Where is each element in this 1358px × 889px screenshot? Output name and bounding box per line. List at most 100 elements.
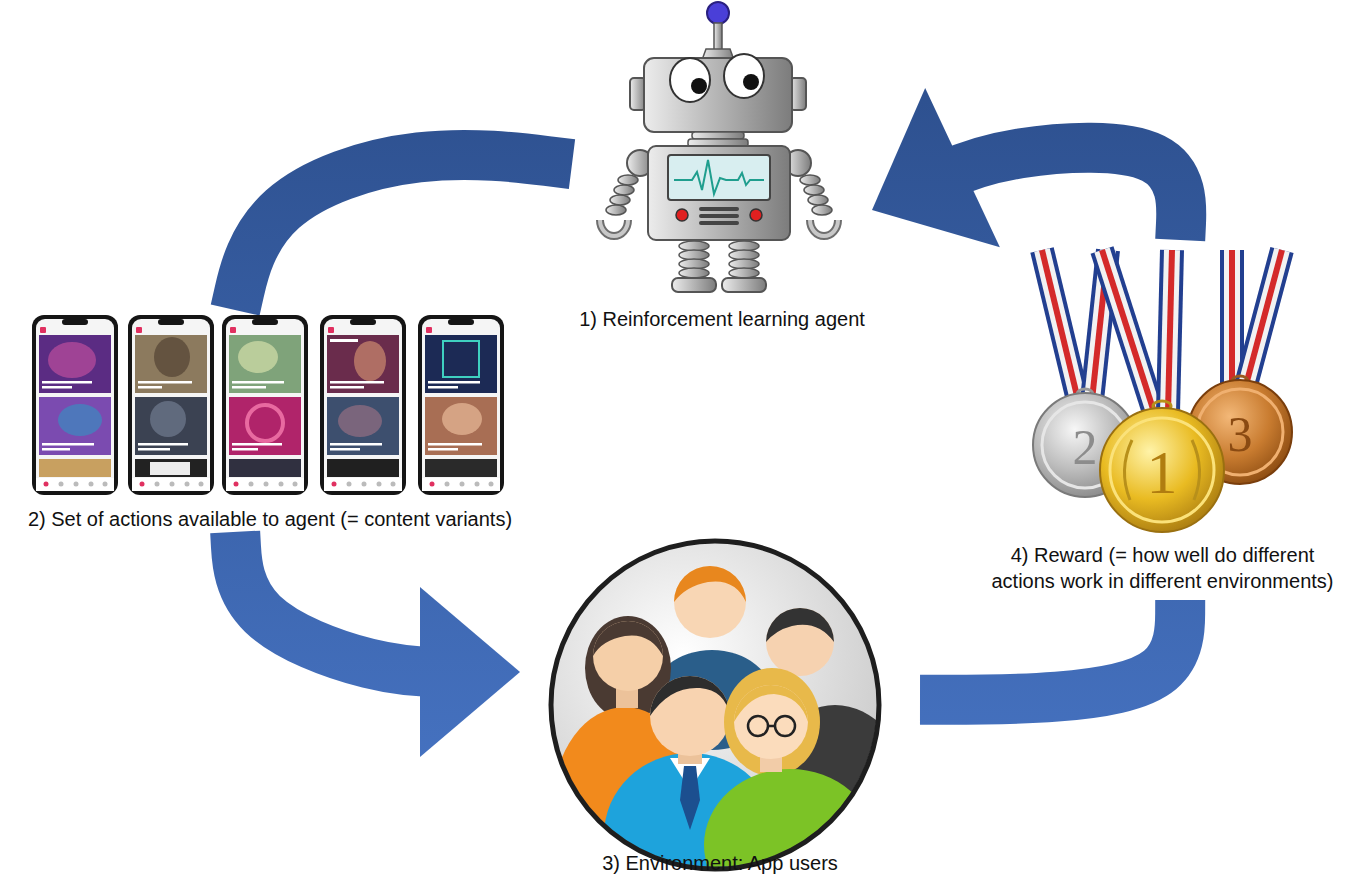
phone-illustration xyxy=(425,459,497,477)
users-illustration xyxy=(724,668,820,776)
phone-illustration xyxy=(222,315,308,495)
robot-illustration xyxy=(804,185,824,195)
arrow-head xyxy=(420,587,520,757)
users-illustration xyxy=(650,676,730,716)
phone-illustration xyxy=(428,448,458,451)
medals-illustration xyxy=(1042,250,1078,400)
users-illustration xyxy=(775,716,795,736)
medals-illustration xyxy=(1168,250,1172,412)
users-illustration xyxy=(748,716,768,736)
phone-illustration xyxy=(32,315,504,495)
users-illustration xyxy=(593,621,663,691)
robot-illustration xyxy=(692,132,744,139)
phone-illustration xyxy=(48,342,96,378)
phone-illustration xyxy=(327,397,399,455)
robot-illustration xyxy=(750,209,762,221)
phone-illustration xyxy=(128,315,214,495)
users-illustration xyxy=(551,541,879,869)
phone-illustration xyxy=(150,462,190,475)
phone-illustration xyxy=(138,448,170,451)
medals-illustration xyxy=(1102,250,1154,412)
robot-illustration xyxy=(600,2,838,292)
users-illustration xyxy=(680,766,700,830)
robot-illustration xyxy=(674,160,764,194)
robot-illustration xyxy=(722,278,766,292)
phone-illustration xyxy=(128,315,214,495)
phone-illustration xyxy=(32,315,118,495)
robot-illustration xyxy=(724,54,764,98)
phone-illustration xyxy=(425,335,497,393)
medals-illustration xyxy=(1102,250,1154,412)
phone-illustration xyxy=(39,397,111,455)
robot-illustration xyxy=(644,58,792,132)
phone-illustration xyxy=(42,386,72,389)
robot-illustration xyxy=(670,58,710,102)
phone-illustration xyxy=(238,341,278,373)
phone-illustration xyxy=(138,381,192,384)
phone-illustration xyxy=(229,335,301,393)
flow-arrow xyxy=(235,532,520,757)
phone-illustration xyxy=(330,448,360,451)
medals-illustration xyxy=(1246,250,1282,385)
phone-illustration xyxy=(330,381,384,384)
phone-illustration xyxy=(428,381,480,384)
robot-illustration xyxy=(668,155,770,200)
robot-illustration xyxy=(808,195,828,205)
flow-arrow xyxy=(920,600,1180,700)
robot-illustration xyxy=(606,205,626,215)
medal-number: 3 xyxy=(1228,409,1253,459)
phone-illustration xyxy=(229,459,301,477)
phone-illustration xyxy=(58,404,102,436)
phone-illustration xyxy=(327,335,399,393)
node-caption: 3) Environment: App users xyxy=(520,850,920,876)
phone-illustration xyxy=(135,459,207,477)
medals-illustration xyxy=(1110,418,1214,522)
medals-illustration xyxy=(1042,250,1078,400)
robot-illustration xyxy=(679,268,709,278)
phone-illustration xyxy=(247,405,283,441)
medal-number: 1 xyxy=(1147,441,1178,503)
robot-illustration xyxy=(699,207,739,211)
phone-illustration xyxy=(39,335,111,393)
phone-illustration xyxy=(42,381,92,384)
phone-illustration xyxy=(443,341,479,377)
phone-illustration xyxy=(138,386,162,389)
robot-illustration xyxy=(810,220,838,236)
users-illustration xyxy=(766,608,834,642)
phone-illustration xyxy=(150,401,186,437)
robot-illustration xyxy=(714,23,722,50)
medals-illustration xyxy=(1033,250,1292,532)
users-illustration xyxy=(593,621,663,656)
phone-illustration xyxy=(222,315,308,495)
users-illustration xyxy=(734,685,808,722)
medal-number: 2 xyxy=(1073,422,1098,472)
users-illustration xyxy=(650,676,730,756)
phone-illustration xyxy=(330,339,358,342)
users-illustration xyxy=(551,541,907,889)
robot-illustration xyxy=(648,146,790,240)
robot-illustration xyxy=(614,185,634,195)
phone-illustration xyxy=(330,386,364,389)
users-illustration xyxy=(734,685,808,759)
phone-illustration xyxy=(39,459,111,477)
medals-illustration xyxy=(1246,250,1282,385)
medals-illustration xyxy=(1192,440,1200,500)
phone-illustration xyxy=(442,403,482,435)
phone-illustration xyxy=(232,443,282,446)
phone-illustration xyxy=(320,315,406,495)
robot-illustration xyxy=(743,74,759,90)
medals-illustration xyxy=(1168,250,1172,412)
medals-illustration xyxy=(1229,250,1235,385)
robot-illustration xyxy=(729,268,759,278)
medals-illustration xyxy=(1224,250,1240,385)
phone-illustration xyxy=(338,405,382,437)
medals-illustration xyxy=(1168,250,1172,412)
phone-illustration xyxy=(320,315,406,495)
robot-illustration xyxy=(600,220,628,236)
phone-illustration xyxy=(42,448,70,451)
phone-illustration xyxy=(327,459,399,477)
phone-illustration xyxy=(135,335,207,393)
robot-illustration xyxy=(672,278,716,292)
illustration-node: 2) Set of actions available to agent (= … xyxy=(10,310,530,532)
phone-illustration xyxy=(232,448,258,451)
